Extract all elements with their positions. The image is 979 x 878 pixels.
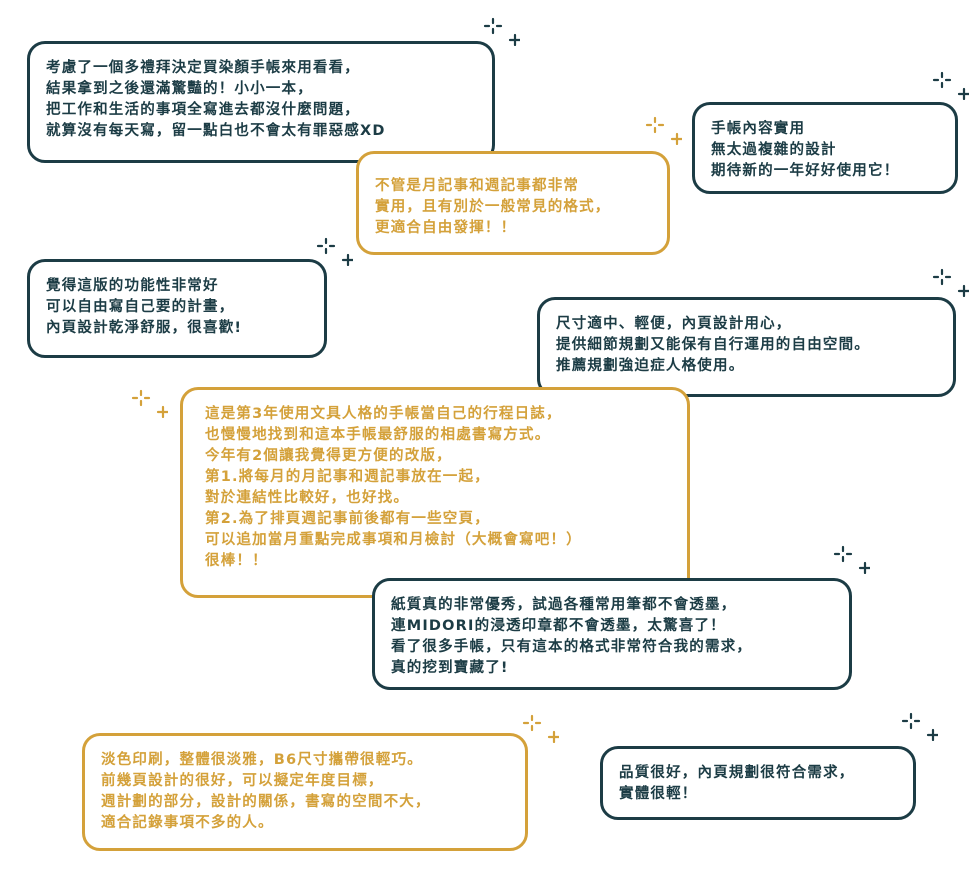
review-line: 可以自由寫自己要的計畫， [46, 299, 235, 315]
review-line: 無太過複雜的設計 [711, 142, 837, 158]
review-bubble-1: 考慮了一個多禮拜決定買染顏手帳來用看看， 結果拿到之後還滿驚豔的！小小一本， 把… [27, 41, 495, 163]
review-bubble-7: 紙質真的非常優秀，試過各種常用筆都不會透墨， 連MIDORI的浸透印章都不會透墨… [372, 578, 852, 690]
review-line: 也慢慢地找到和這本手帳最舒服的相處書寫方式。 [205, 427, 551, 443]
review-line: 適合記錄事項不多的人。 [101, 815, 274, 831]
sparkle-icon [898, 711, 938, 741]
review-line: 很棒！！ [205, 553, 268, 569]
sparkle-icon [313, 236, 353, 266]
review-bubble-5: 尺寸適中、輕便，內頁設計用心， 提供細節規劃又能保有自行運用的自由空間。 推薦規… [537, 297, 956, 397]
review-line: 尺寸適中、輕便，內頁設計用心， [556, 316, 792, 332]
review-bubble-4: 覺得這版的功能性非常好 可以自由寫自己要的計畫， 內頁設計乾淨舒服，很喜歡! [27, 259, 327, 358]
review-bubble-9: 品質很好，內頁規劃很符合需求， 實體很輕！ [600, 746, 916, 820]
review-line: 第2.為了排頁週記事前後都有一些空頁， [205, 511, 490, 527]
review-line: 這是第3年使用文具人格的手帳當自己的行程日誌， [205, 406, 562, 422]
sparkle-icon [929, 70, 969, 100]
sparkle-icon [519, 713, 559, 743]
review-line: 淡色印刷，整體很淡雅，B6尺寸攜帶很輕巧。 [101, 752, 423, 768]
sparkle-icon [642, 115, 682, 145]
review-line: 看了很多手帳，只有這本的格式非常符合我的需求， [391, 639, 753, 655]
review-line: 連MIDORI的浸透印章都不會透墨，太驚喜了！ [391, 618, 726, 634]
review-line: 第1.將每月的月記事和週記事放在一起， [205, 469, 490, 485]
review-line: 結果拿到之後還滿驚豔的！小小一本， [46, 81, 313, 97]
review-line: 提供細節規劃又能保有自行運用的自由空間。 [556, 337, 870, 353]
review-line: 覺得這版的功能性非常好 [46, 278, 219, 294]
review-line: 實用，且有別於一般常見的格式， [375, 199, 611, 215]
review-line: 期待新的一年好好使用它！ [711, 163, 900, 179]
review-line: 更適合自由發揮！！ [375, 220, 517, 236]
review-line: 真的挖到寶藏了! [391, 660, 509, 676]
review-line: 推薦規劃強迫症人格使用。 [556, 358, 745, 374]
sparkle-icon [830, 544, 870, 574]
review-line: 週計劃的部分，設計的關係，書寫的空間不大， [101, 794, 431, 810]
review-bubble-3: 不管是月記事和週記事都非常 實用，且有別於一般常見的格式， 更適合自由發揮！！ [356, 151, 670, 255]
review-bubble-8: 淡色印刷，整體很淡雅，B6尺寸攜帶很輕巧。 前幾頁設計的很好，可以擬定年度目標，… [82, 733, 528, 851]
review-bubble-6: 這是第3年使用文具人格的手帳當自己的行程日誌， 也慢慢地找到和這本手帳最舒服的相… [180, 387, 690, 598]
review-line: 對於連結性比較好，也好找。 [205, 490, 410, 506]
review-bubble-2: 手帳內容實用 無太過複雜的設計 期待新的一年好好使用它！ [692, 102, 958, 194]
review-line: 把工作和生活的事項全寫進去都沒什麼問題， [46, 102, 360, 118]
review-line: 今年有2個讓我覺得更方便的改版， [205, 448, 452, 464]
review-line: 就算沒有每天寫，留一點白也不會太有罪惡感XD [46, 123, 386, 139]
review-line: 不管是月記事和週記事都非常 [375, 178, 580, 194]
review-line: 紙質真的非常優秀，試過各種常用筆都不會透墨， [391, 597, 737, 613]
review-line: 內頁設計乾淨舒服，很喜歡! [46, 320, 243, 336]
sparkle-icon [929, 267, 969, 297]
sparkle-icon [128, 388, 168, 418]
review-line: 實體很輕！ [619, 786, 698, 802]
review-line: 手帳內容實用 [711, 121, 806, 137]
review-line: 前幾頁設計的很好，可以擬定年度目標， [101, 773, 384, 789]
review-line: 考慮了一個多禮拜決定買染顏手帳來用看看， [46, 60, 360, 76]
review-line: 可以追加當月重點完成事項和月檢討（大概會寫吧！） [205, 532, 582, 548]
sparkle-icon [480, 16, 520, 46]
review-line: 品質很好，內頁規劃很符合需求， [619, 765, 855, 781]
